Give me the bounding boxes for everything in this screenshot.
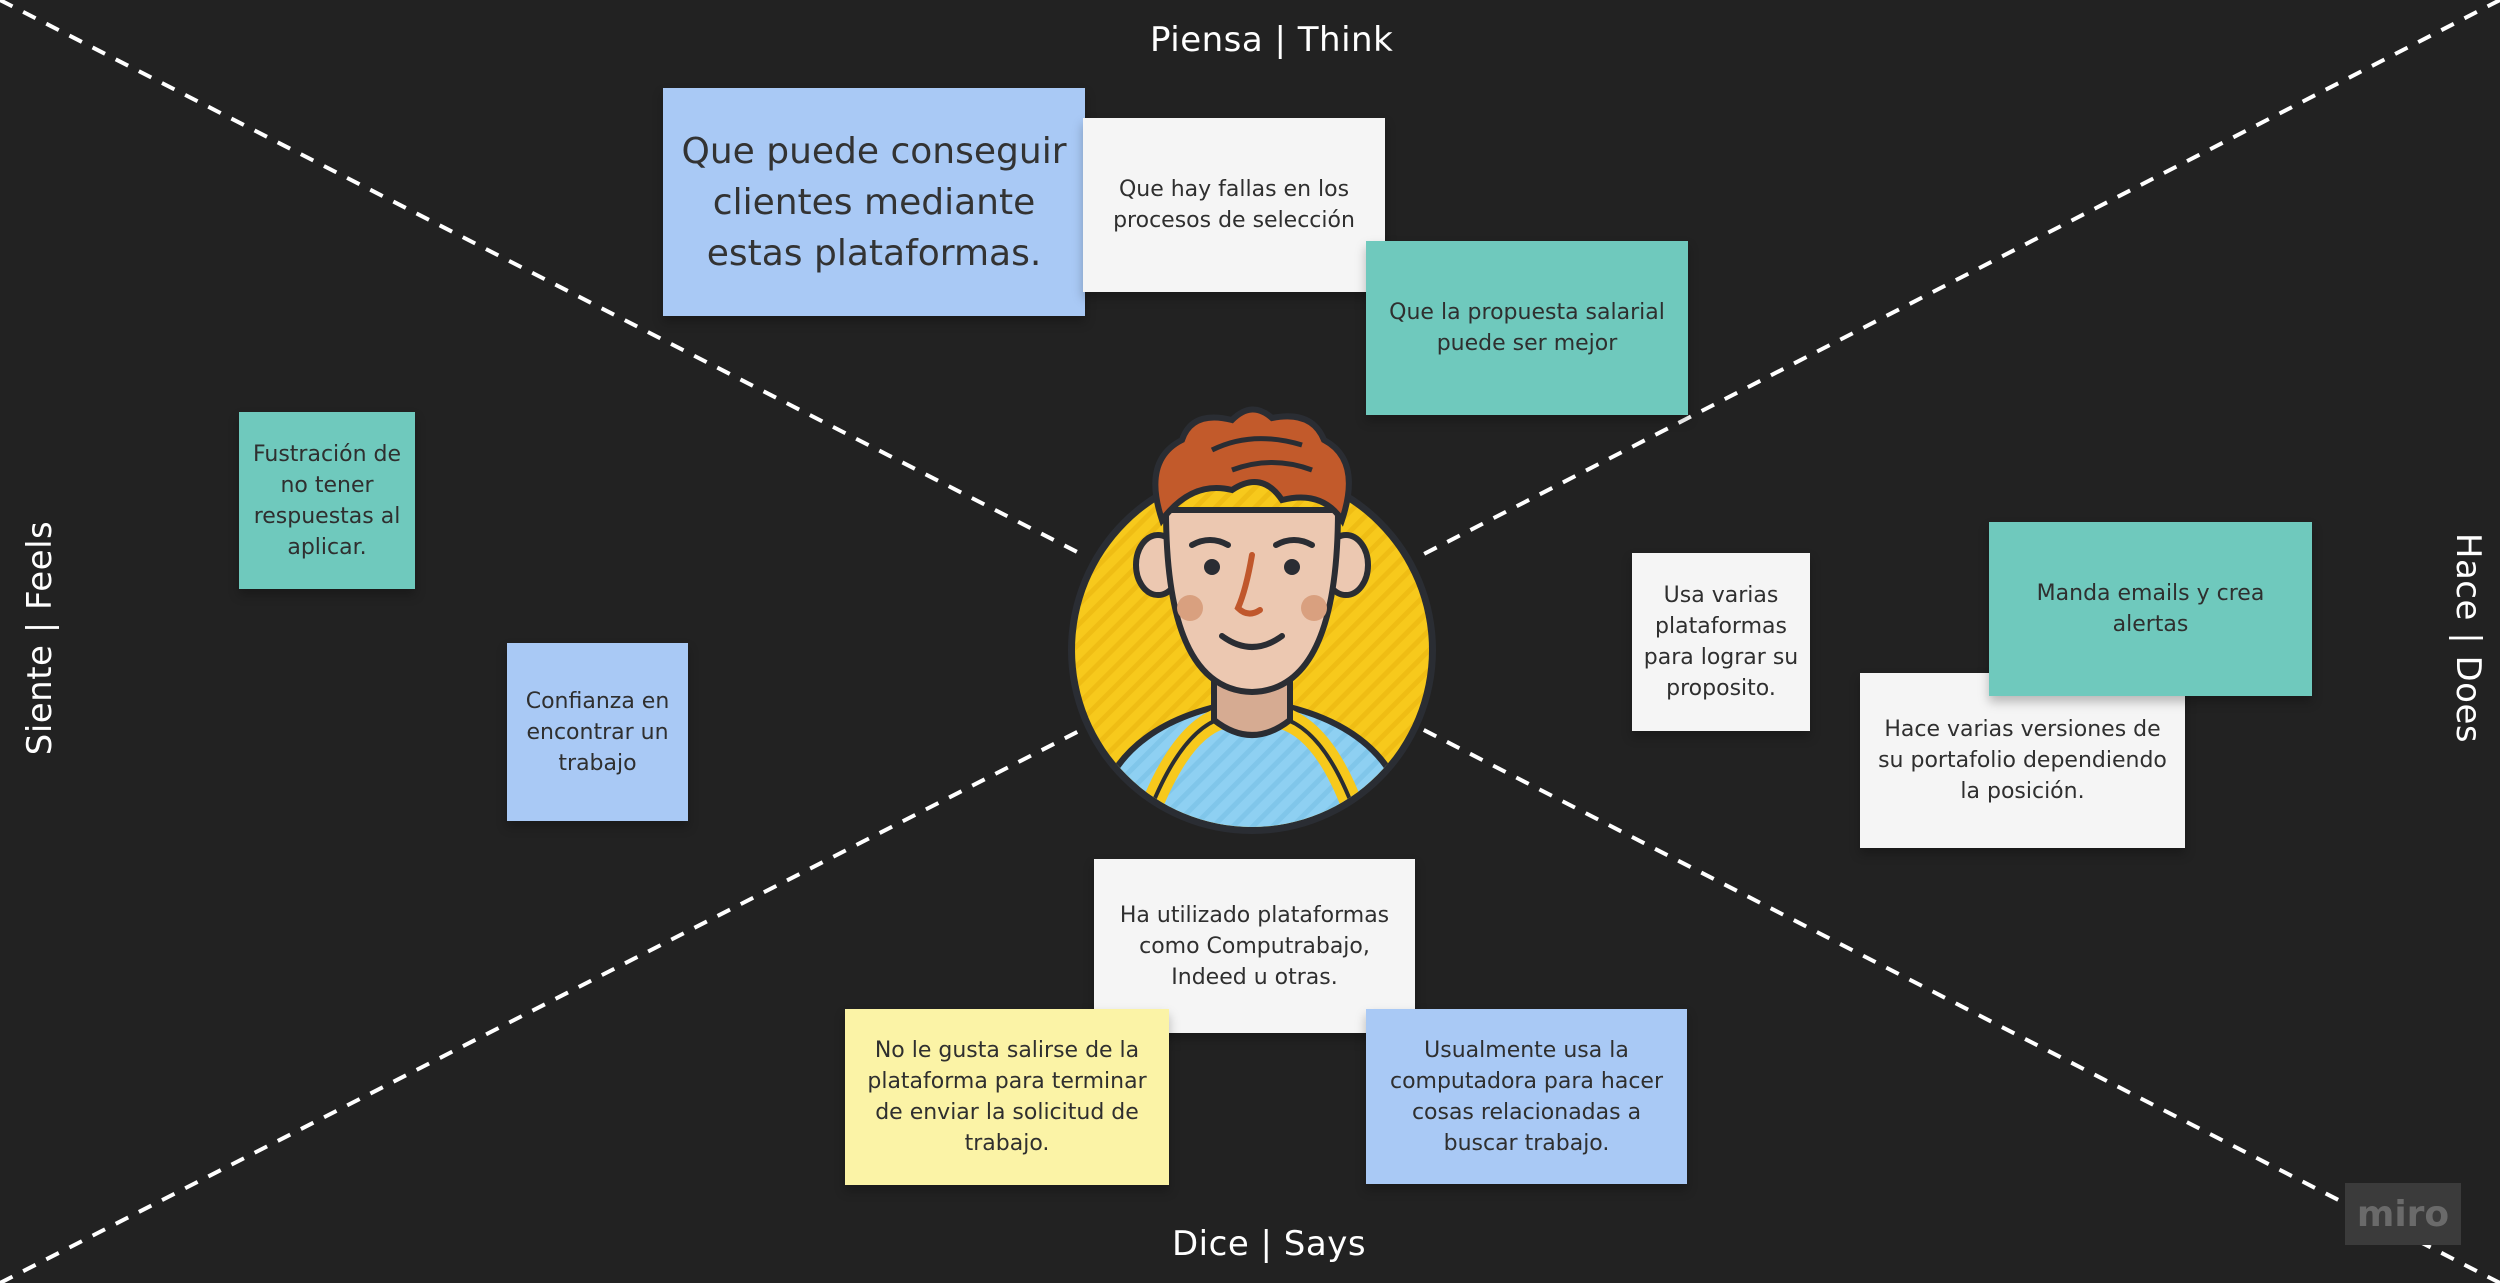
quadrant-label-feels: Siente | Feels [20,520,60,756]
sticky-note-says-computadora[interactable]: Usualmente usa la computadora para hacer… [1366,1009,1687,1184]
sticky-note-says-computrabajo[interactable]: Ha utilizado plataformas como Computraba… [1094,859,1415,1033]
sticky-note-says-salirse[interactable]: No le gusta salirse de la plataforma par… [845,1009,1169,1185]
sticky-note-think-salarial[interactable]: Que la propuesta salarial puede ser mejo… [1366,241,1688,415]
sticky-note-does-plataformas[interactable]: Usa varias plataformas para lograr su pr… [1632,553,1810,731]
quadrant-label-think: Piensa | Think [1150,20,1394,60]
quadrant-label-says: Dice | Says [1172,1224,1367,1264]
sticky-note-does-portafolio[interactable]: Hace varias versiones de su portafolio d… [1860,673,2185,848]
sticky-note-think-fallas[interactable]: Que hay fallas en los procesos de selecc… [1083,118,1385,292]
sticky-note-think-clients[interactable]: Que puede conseguir clientes mediante es… [663,88,1085,316]
sticky-note-feels-confianza[interactable]: Confianza en encontrar un trabajo [507,643,688,821]
persona-avatar[interactable] [1062,400,1442,840]
quadrant-label-does: Hace | Does [2448,532,2488,744]
sticky-note-does-emails[interactable]: Manda emails y crea alertas [1989,522,2312,696]
sticky-note-feels-frustracion[interactable]: Fustración de no tener respuestas al apl… [239,412,415,589]
miro-logo[interactable]: miro [2345,1183,2461,1245]
